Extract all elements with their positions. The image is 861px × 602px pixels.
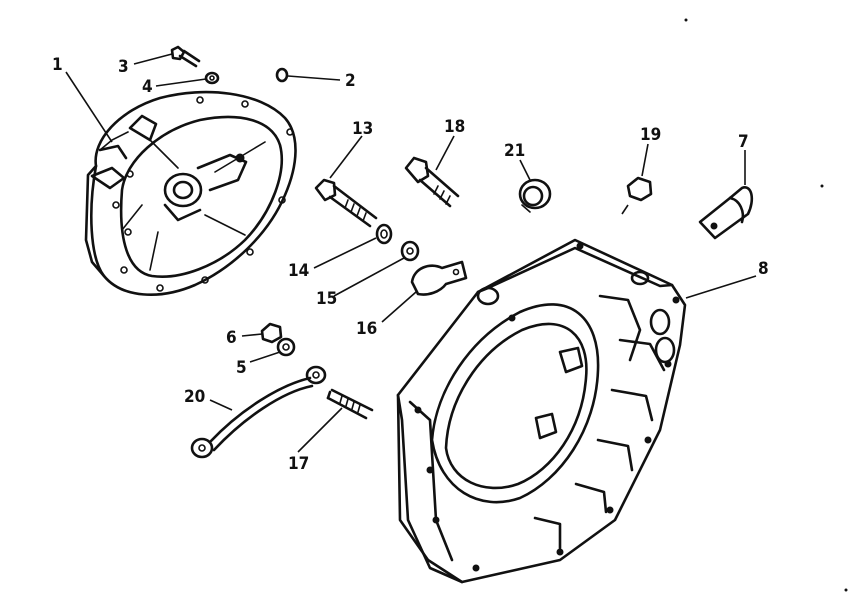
part-20-ground-strap	[190, 365, 327, 459]
callout-3: 3	[118, 57, 129, 77]
callout-17: 17	[288, 454, 309, 474]
part-1-cover-plate	[84, 90, 297, 296]
callout-7: 7	[738, 132, 749, 152]
part-21-seal	[518, 178, 552, 213]
callout-4: 4	[142, 77, 153, 97]
callout-15: 15	[316, 289, 337, 309]
leader-6	[241, 333, 263, 337]
callout-19: 19	[640, 125, 661, 145]
leader-19	[641, 143, 649, 177]
leader-15	[333, 257, 405, 297]
scan-specks	[684, 18, 848, 592]
part-14-washer	[375, 223, 393, 245]
leader-4	[155, 78, 207, 87]
tick-mark	[621, 204, 629, 215]
callout-16: 16	[356, 319, 377, 339]
part-5-washer	[276, 337, 296, 357]
part-7-clip	[698, 186, 754, 240]
leader-5	[249, 351, 281, 363]
part-19-nut	[626, 176, 653, 202]
part-17-stud	[326, 388, 374, 420]
leader-lines	[65, 53, 757, 453]
leader-13	[329, 135, 363, 179]
callout-13: 13	[352, 119, 373, 139]
callout-labels: 1 2 3 4 5 6 7 8 13 14 15 16 17 18 19 20 …	[52, 55, 769, 474]
leader-3	[133, 53, 173, 65]
part-16-clamp	[410, 260, 468, 296]
part-8-housing	[396, 238, 687, 584]
leader-17	[297, 407, 343, 453]
callout-8: 8	[758, 259, 769, 279]
leader-21	[519, 159, 531, 181]
leader-14	[313, 237, 377, 269]
part-4-washer	[204, 71, 220, 85]
part-6-nut	[260, 322, 283, 344]
part-13-bolt	[314, 178, 378, 228]
part-15-washer	[400, 240, 420, 262]
leader-20	[209, 399, 233, 411]
callout-18: 18	[444, 117, 465, 137]
callout-14: 14	[288, 261, 309, 281]
leader-8	[685, 275, 757, 299]
leader-1	[65, 71, 113, 143]
part-2-plug	[275, 67, 289, 83]
callout-20: 20	[184, 387, 205, 407]
leader-18	[435, 135, 455, 171]
callout-2: 2	[345, 71, 356, 91]
leader-16	[381, 291, 417, 323]
part-3-bolt	[170, 45, 201, 68]
callout-6: 6	[226, 328, 237, 348]
leader-2	[287, 75, 341, 81]
callout-1: 1	[52, 55, 63, 75]
callout-5: 5	[236, 358, 247, 378]
part-18-bolt	[404, 156, 460, 208]
callout-21: 21	[504, 141, 525, 161]
